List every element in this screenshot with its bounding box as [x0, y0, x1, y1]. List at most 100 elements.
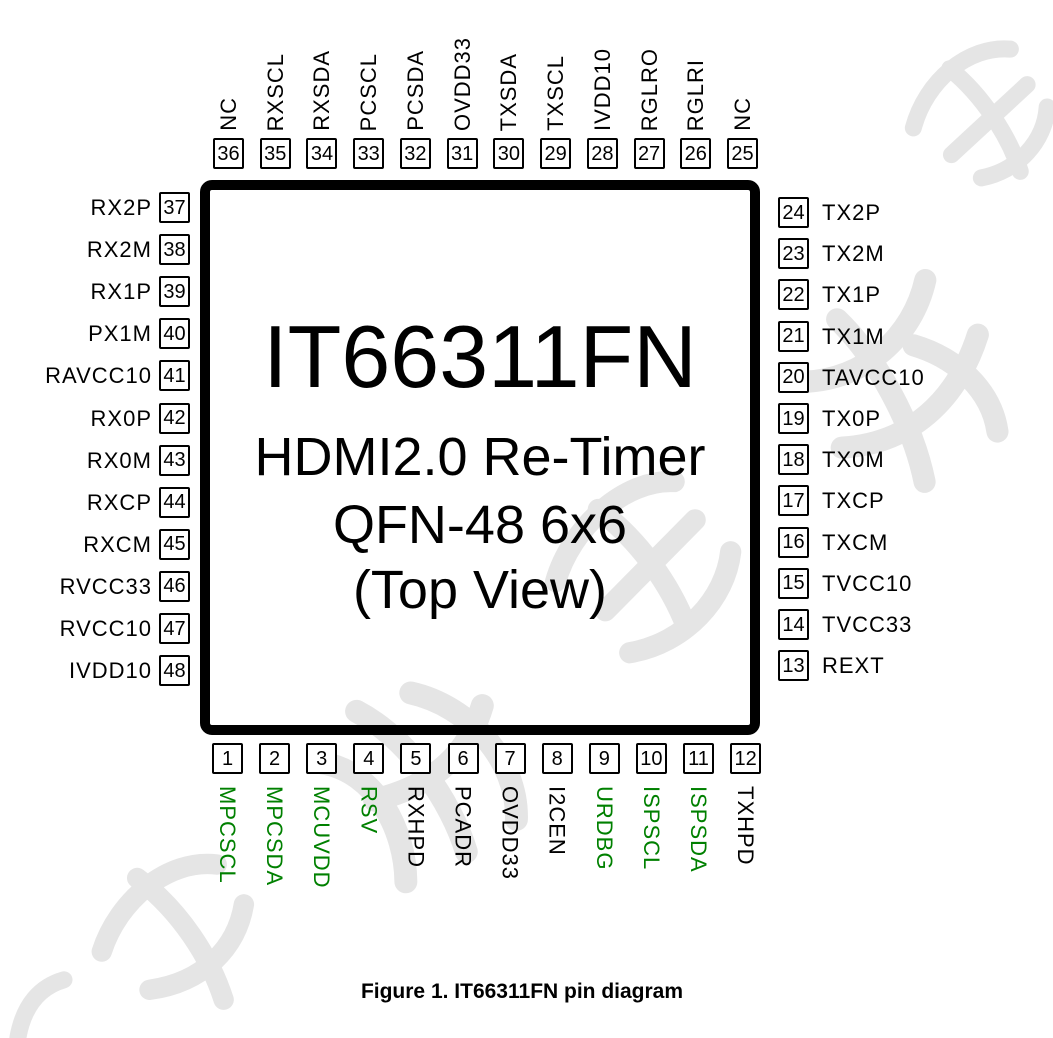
pin-label-RGLRI: RGLRI	[683, 58, 709, 131]
pin-box-13: 13	[778, 650, 809, 682]
pin-box-10: 10	[635, 743, 667, 774]
pin-box-1: 1	[212, 743, 243, 774]
pin-label-TX1M: TX1M	[822, 323, 885, 349]
pin-box-34: 34	[306, 138, 338, 169]
pin-label-MPCSDA: MPCSDA	[262, 786, 288, 887]
pin-label-OVDD33: OVDD33	[497, 786, 523, 881]
pin-box-46: 46	[159, 570, 190, 602]
chip-outline	[200, 180, 760, 735]
pin-box-12: 12	[730, 743, 762, 774]
pin-label-RX0P: RX0P	[90, 405, 152, 431]
pin-box-40: 40	[159, 318, 190, 350]
pin-box-47: 47	[159, 613, 190, 644]
pin-label-RVCC10: RVCC10	[59, 616, 152, 641]
pin-box-37: 37	[159, 192, 190, 223]
pin-box-42: 42	[159, 402, 190, 434]
pin-box-28: 28	[586, 138, 618, 169]
pin-label-ISPSDA: ISPSDA	[686, 786, 711, 873]
pin-box-9: 9	[588, 743, 620, 774]
pin-label-TXSDA: TXSDA	[496, 52, 522, 131]
pin-label-PCSCL: PCSCL	[356, 52, 382, 131]
pin-box-8: 8	[541, 743, 573, 774]
pin-label-REXT: REXT	[822, 653, 885, 679]
pin-box-18: 18	[778, 444, 809, 476]
pin-label-RSV: RSV	[356, 786, 382, 835]
pin-label-TXCM: TXCM	[822, 529, 889, 555]
pin-label-PCSDA: PCSDA	[402, 50, 428, 131]
pin-label-URDBG: URDBG	[591, 786, 617, 871]
pin-box-17: 17	[778, 485, 809, 517]
pin-box-32: 32	[399, 138, 431, 169]
pin-box-36: 36	[213, 138, 244, 169]
pin-box-14: 14	[778, 609, 809, 640]
pin-box-44: 44	[159, 486, 190, 518]
pin-box-29: 29	[540, 138, 572, 169]
pin-label-TXCP: TXCP	[822, 488, 885, 514]
pin-box-7: 7	[494, 743, 526, 774]
pin-box-26: 26	[680, 138, 712, 169]
pin-label-TVCC10: TVCC10	[822, 570, 913, 596]
pin-label-OVDD33: OVDD33	[449, 36, 475, 131]
pin-label-IVDD10: IVDD10	[68, 658, 152, 684]
pin-label-RXHPD: RXHPD	[403, 786, 429, 869]
pin-box-43: 43	[159, 444, 190, 476]
pin-label-TX2P: TX2P	[822, 200, 882, 225]
pin-label-TX1P: TX1P	[822, 282, 882, 308]
pin-label-PCADR: PCADR	[450, 786, 476, 869]
pin-label-RX1P: RX1P	[90, 279, 152, 305]
pin-label-RAVCC10: RAVCC10	[45, 363, 152, 389]
pin-box-5: 5	[400, 743, 432, 774]
pin-label-TAVCC10: TAVCC10	[822, 364, 925, 390]
pin-label-MPCSCL: MPCSCL	[215, 786, 240, 884]
pin-label-RX0M: RX0M	[86, 447, 152, 473]
pin-box-24: 24	[778, 197, 809, 228]
pin-box-41: 41	[159, 360, 190, 392]
pin-box-31: 31	[446, 138, 478, 169]
chip-part-number: IT66311FN	[263, 307, 697, 406]
pin-box-3: 3	[306, 743, 338, 774]
pin-label-TX0P: TX0P	[822, 406, 882, 431]
pin-label-TXHPD: TXHPD	[733, 786, 759, 866]
pin-label-TX2M: TX2M	[822, 241, 885, 267]
pin-box-19: 19	[778, 403, 809, 434]
pin-box-48: 48	[159, 655, 190, 687]
chip-package: QFN-48 6x6	[332, 495, 628, 555]
pin-box-2: 2	[259, 743, 291, 774]
pin-box-25: 25	[727, 138, 759, 169]
pin-box-30: 30	[493, 138, 525, 169]
pin-box-38: 38	[159, 234, 190, 266]
pin-box-33: 33	[353, 138, 385, 169]
pin-label-TX0M: TX0M	[822, 447, 885, 473]
pin-label-TVCC33: TVCC33	[822, 612, 913, 637]
pin-box-27: 27	[633, 138, 665, 169]
pin-box-21: 21	[778, 320, 809, 352]
chip-view-note: (Top View)	[352, 560, 608, 620]
pin-label-RXSCL: RXSCL	[262, 52, 288, 131]
figure-caption: Figure 1. IT66311FN pin diagram	[360, 980, 684, 1003]
pin-label-ISPSCL: ISPSCL	[638, 786, 664, 871]
pin-box-11: 11	[683, 743, 714, 774]
pin-label-RXSDA: RXSDA	[309, 50, 335, 131]
pin-label-RXCM: RXCM	[83, 531, 152, 557]
pin-label-MCUVDD: MCUVDD	[309, 786, 335, 889]
pin-box-45: 45	[159, 528, 190, 560]
pin-label-RX2M: RX2M	[86, 237, 152, 263]
pin-label-PX1M: PX1M	[88, 321, 152, 347]
chip-description: HDMI2.0 Re-Timer	[254, 427, 706, 487]
pin-label-TXSCL: TXSCL	[543, 55, 569, 131]
pin-box-23: 23	[778, 238, 809, 270]
pin-label-RXCP: RXCP	[86, 489, 152, 515]
pin-box-22: 22	[778, 279, 809, 311]
pin-label-IVDD10: IVDD10	[589, 47, 615, 131]
pin-label-RGLRO: RGLRO	[636, 47, 662, 131]
pin-label-I2CEN: I2CEN	[544, 786, 570, 856]
pin-box-16: 16	[778, 526, 809, 558]
pin-label-NC: NC	[216, 97, 241, 131]
pin-label-RVCC33: RVCC33	[59, 573, 152, 599]
pin-box-39: 39	[159, 276, 190, 308]
pin-box-15: 15	[778, 567, 809, 599]
pin-label-NC: NC	[730, 97, 756, 131]
pin-label-RX2P: RX2P	[90, 195, 152, 220]
pin-box-4: 4	[353, 743, 385, 774]
